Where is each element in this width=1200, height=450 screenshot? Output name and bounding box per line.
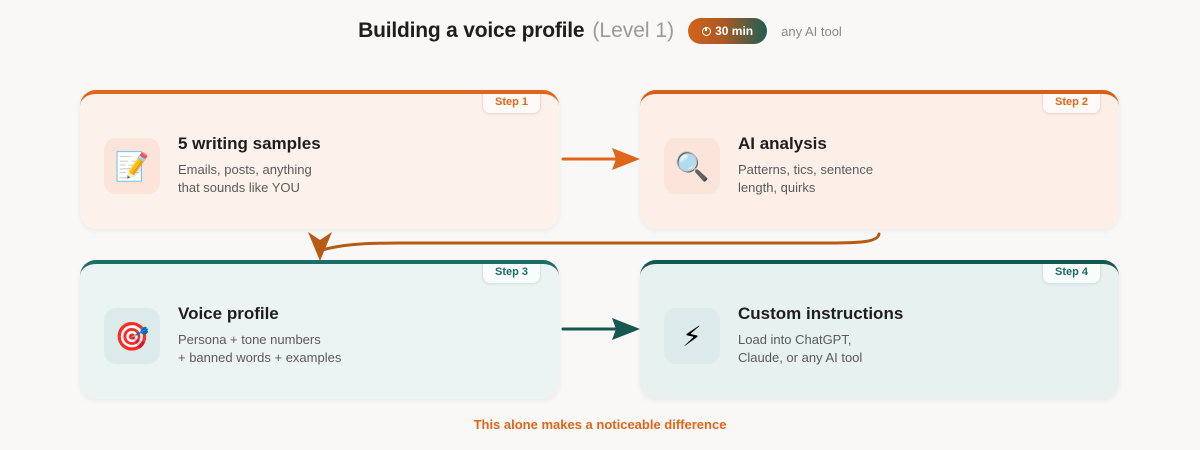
step-title: Voice profile [178, 304, 279, 323]
step-desc-line: + banned words + examples [178, 350, 342, 365]
step-desc-line: Claude, or any AI tool [738, 350, 863, 365]
step-title: Custom instructions [738, 304, 904, 323]
footer-note: This alone makes a noticeable difference [473, 417, 727, 432]
memo-pencil-icon: 📝 [104, 138, 160, 194]
step-desc-line: Persona + tone numbers [178, 332, 321, 347]
step-title: AI analysis [738, 134, 827, 153]
tool-note: any AI tool [781, 23, 842, 39]
step-title: 5 writing samples [178, 134, 321, 153]
step-description: Emails, posts, anything that sounds like… [178, 161, 478, 197]
level-label: (Level 1) [592, 19, 675, 42]
step-card-2: Step 2 🔍 AI analysis Patterns, tics, sen… [640, 90, 1119, 229]
step-tag: Step 3 [481, 264, 541, 284]
duration-badge: 30 min [688, 18, 768, 44]
step-tag: Step 4 [1041, 264, 1101, 284]
step-desc-line: Load into ChatGPT, [738, 332, 852, 347]
page-title: Building a voice profile [358, 19, 585, 42]
step-card-1: Step 1 📝 5 writing samples Emails, posts… [80, 90, 559, 229]
step-card-4: Step 4 ⚡ Custom instructions Load into C… [640, 260, 1119, 399]
step-description: Persona + tone numbers + banned words + … [178, 331, 478, 367]
bullseye-dart-icon: 🎯 [104, 308, 160, 364]
magnifying-glass-icon: 🔍 [664, 138, 720, 194]
step-description: Load into ChatGPT, Claude, or any AI too… [738, 331, 1038, 367]
step-tag: Step 2 [1041, 94, 1101, 114]
step-tag: Step 1 [481, 94, 541, 114]
step-desc-line: Emails, posts, anything [178, 162, 312, 177]
header: Building a voice profile (Level 1) 30 mi… [0, 18, 1200, 44]
arrow-step1-to-step2 [561, 148, 640, 170]
arrow-step2-to-step3 [308, 232, 881, 261]
arrow-step3-to-step4 [561, 318, 640, 340]
step-card-3: Step 3 🎯 Voice profile Persona + tone nu… [80, 260, 559, 399]
step-desc-line: Patterns, tics, sentence [738, 162, 874, 177]
step-desc-line: length, quirks [738, 180, 816, 195]
step-description: Patterns, tics, sentence length, quirks [738, 161, 1038, 197]
duration-text: 30 min [715, 24, 754, 38]
clock-icon [702, 26, 712, 36]
step-desc-line: that sounds like YOU [178, 180, 300, 195]
lightning-icon: ⚡ [664, 308, 720, 364]
